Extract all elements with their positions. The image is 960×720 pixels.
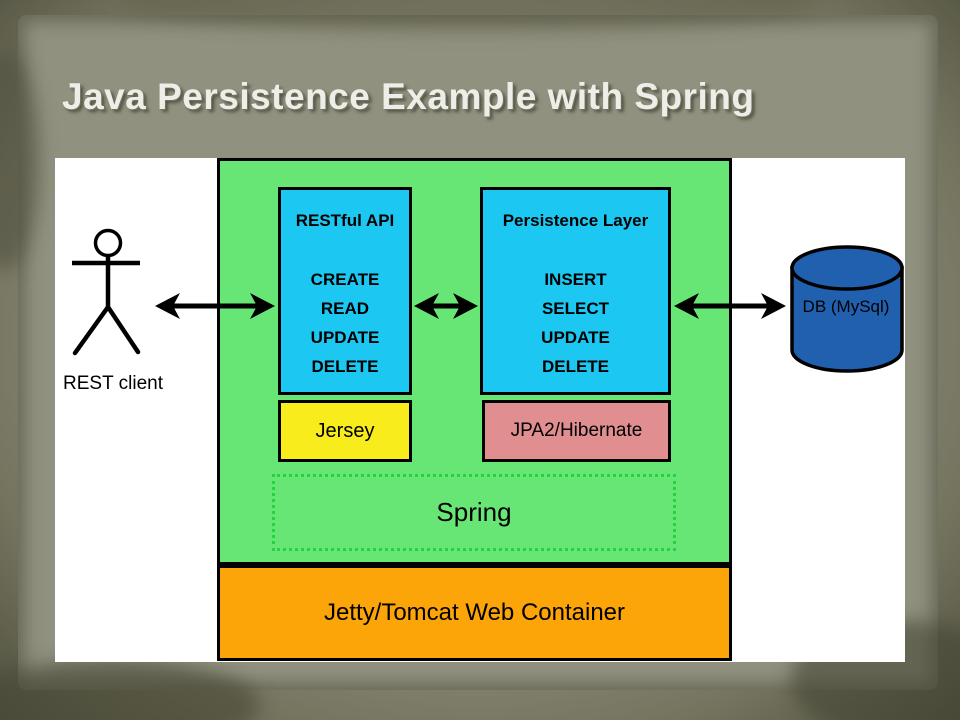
- database-icon: [790, 245, 904, 373]
- web-container-box: Jetty/Tomcat Web Container: [217, 565, 732, 661]
- operation-select: SELECT: [541, 299, 610, 318]
- restful-api-operations: CREATE READ UPDATE DELETE: [311, 265, 380, 381]
- database-top: [790, 245, 904, 291]
- page-title: Java Persistence Example with Spring: [62, 76, 755, 117]
- spring-box: Spring: [272, 474, 676, 551]
- diagram-canvas: Jetty/Tomcat Web Container Spring RESTfu…: [55, 158, 905, 662]
- jersey-label: Jersey: [315, 419, 375, 442]
- jpa2-hibernate-label: JPA2/Hibernate: [510, 420, 643, 441]
- operation-insert: INSERT: [544, 270, 607, 289]
- spring-label: Spring: [436, 497, 512, 527]
- database-label: DB (MySql): [802, 297, 890, 316]
- jpa2-hibernate-box: JPA2/Hibernate: [482, 400, 671, 462]
- persistence-layer-title: Persistence Layer: [502, 211, 649, 230]
- jersey-box: Jersey: [278, 400, 412, 462]
- restful-api-title: RESTful API: [295, 211, 395, 230]
- operation-create: CREATE: [310, 270, 380, 289]
- operation-update: UPDATE: [541, 328, 610, 347]
- rest-client-label: REST client: [63, 373, 163, 394]
- operation-delete: DELETE: [541, 357, 610, 376]
- operation-read: READ: [320, 299, 370, 318]
- database-body: [790, 266, 904, 373]
- rest-client-actor-icon: [72, 228, 141, 356]
- web-container-label: Jetty/Tomcat Web Container: [323, 599, 626, 626]
- persistence-layer-operations: INSERT SELECT UPDATE DELETE: [541, 265, 610, 381]
- restful-api-box: RESTful API CREATE READ UPDATE DELETE: [278, 187, 412, 395]
- operation-update: UPDATE: [310, 328, 380, 347]
- persistence-layer-box: Persistence Layer INSERT SELECT UPDATE D…: [480, 187, 671, 395]
- operation-delete: DELETE: [311, 357, 379, 376]
